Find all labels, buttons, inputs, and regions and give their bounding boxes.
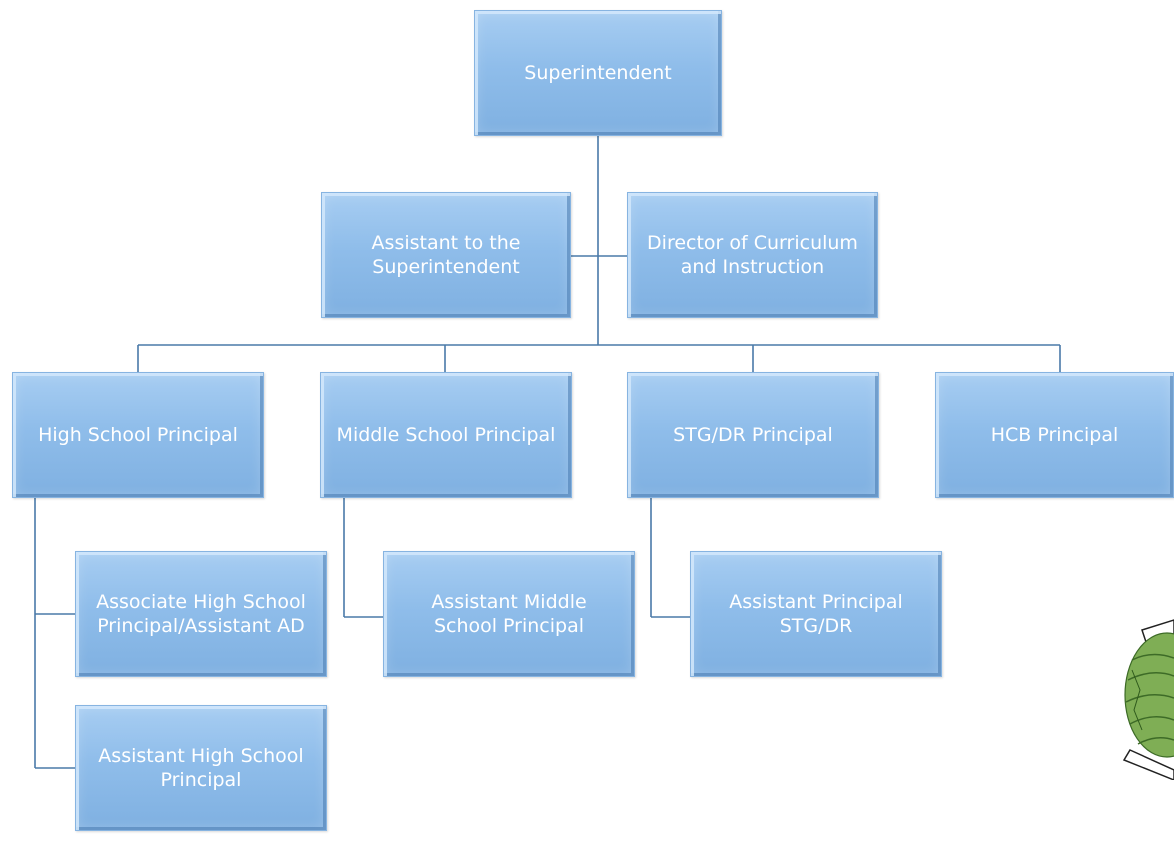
assistant-to-superintendent-label: Assistant to the Superintendent bbox=[371, 232, 521, 278]
director-curriculum-box: Director of Curriculum and Instruction bbox=[627, 192, 878, 318]
middle-school-principal-box: Middle School Principal bbox=[320, 372, 572, 498]
director-curriculum-label: Director of Curriculum and Instruction bbox=[647, 232, 858, 278]
assistant-high-school-principal-label: Assistant High School Principal bbox=[98, 745, 304, 791]
hcb-principal-box: HCB Principal bbox=[935, 372, 1174, 498]
high-school-principal-label: High School Principal bbox=[38, 424, 238, 446]
associate-high-school-principal-label: Associate High School Principal/Assistan… bbox=[96, 591, 306, 637]
artichoke-logo-icon bbox=[1122, 619, 1174, 780]
stg-dr-principal-label: STG/DR Principal bbox=[673, 424, 833, 446]
superintendent-box: Superintendent bbox=[474, 10, 722, 136]
assistant-middle-school-principal-label: Assistant Middle School Principal bbox=[431, 591, 587, 637]
assistant-high-school-principal-box: Assistant High School Principal bbox=[75, 705, 327, 831]
assistant-to-superintendent-box: Assistant to the Superintendent bbox=[321, 192, 571, 318]
assistant-principal-stg-dr-box: Assistant Principal STG/DR bbox=[690, 551, 942, 677]
superintendent-label: Superintendent bbox=[524, 62, 672, 84]
stg-dr-principal-box: STG/DR Principal bbox=[627, 372, 879, 498]
assistant-middle-school-principal-box: Assistant Middle School Principal bbox=[383, 551, 635, 677]
hcb-principal-label: HCB Principal bbox=[990, 424, 1119, 446]
high-school-principal-box: High School Principal bbox=[12, 372, 264, 498]
assistant-principal-stg-dr-label: Assistant Principal STG/DR bbox=[729, 591, 903, 637]
associate-high-school-principal-box: Associate High School Principal/Assistan… bbox=[75, 551, 327, 677]
middle-school-principal-label: Middle School Principal bbox=[336, 424, 556, 446]
